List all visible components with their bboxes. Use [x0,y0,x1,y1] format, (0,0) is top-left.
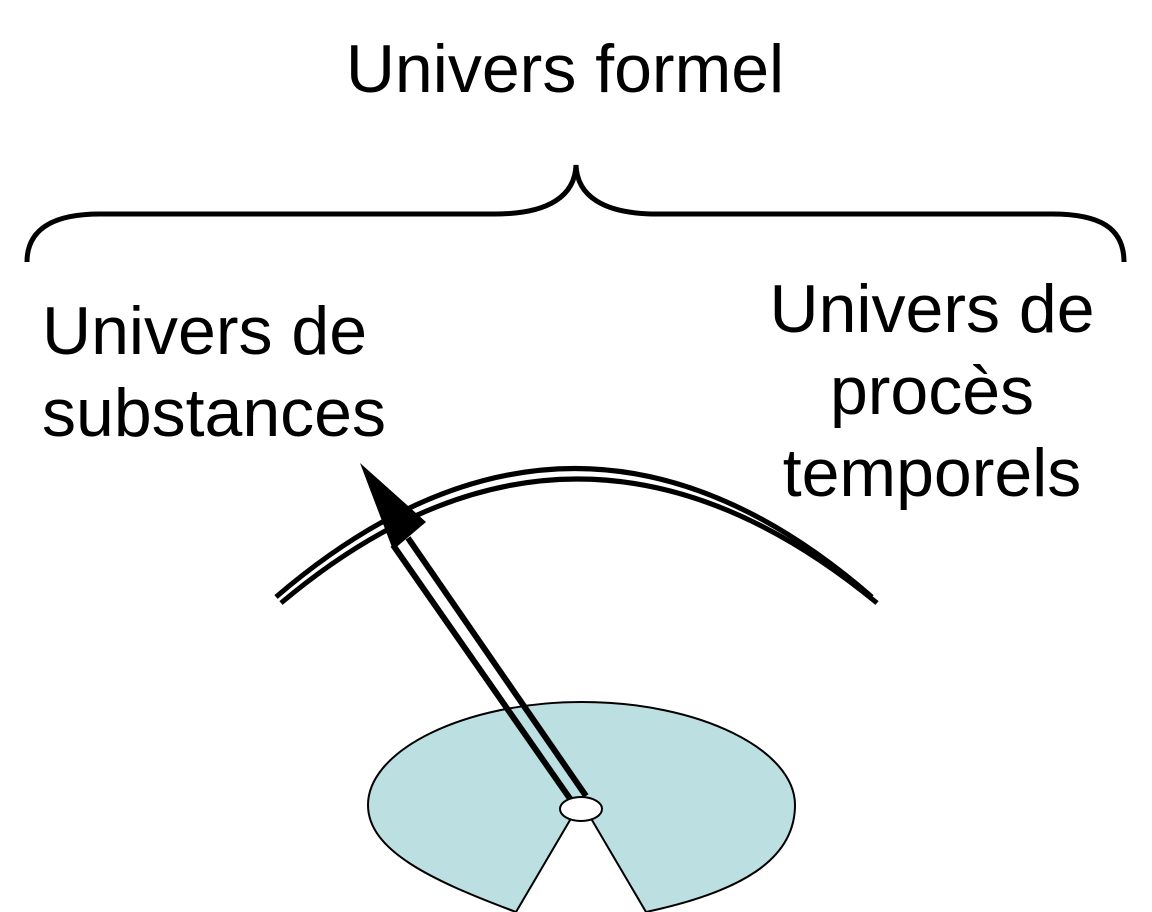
arc-outer [274,466,874,599]
label-line: Univers de [42,293,368,369]
diagram-title: Univers formel [345,31,785,107]
pivot-hub [559,796,603,822]
label-line: Univers de [769,271,1095,347]
label-line: substances [42,375,386,451]
label-line: temporels [782,435,1082,511]
arrow-shaft-left [390,543,576,805]
temporal-process-universe-label: Univers de procès temporels [760,268,1104,514]
label-line: procès [829,353,1035,429]
arc-inner [279,476,879,605]
substances-universe-label: Univers de substances [42,290,386,454]
arrow-shaft-right [405,536,589,798]
curly-brace [24,164,1127,263]
arrow-head [360,463,426,550]
